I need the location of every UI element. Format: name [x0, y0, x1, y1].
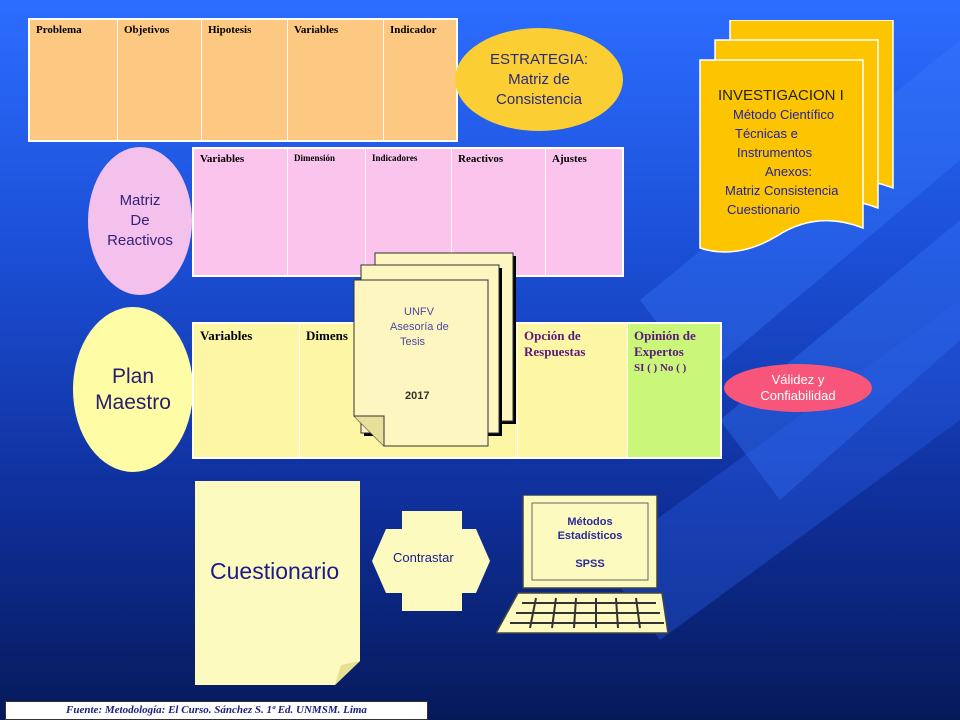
- laptop-line-1: Métodos: [567, 516, 613, 528]
- contrastar-double-arrow: [372, 511, 490, 611]
- header-problema: Problema: [30, 20, 118, 140]
- cuestionario-document: [195, 481, 360, 685]
- header-dimension: Dimens: [300, 324, 518, 457]
- investigacion-documents-stack: [699, 20, 894, 253]
- header-dimension: Dimensión: [288, 149, 366, 275]
- matriz-line-1: Matriz: [119, 192, 161, 209]
- matriz-line-3: Reactivos: [107, 232, 173, 249]
- estrategia-line-1: ESTRATEGIA:: [489, 50, 589, 68]
- header-reactivos: Reactivos: [452, 149, 546, 275]
- consistency-matrix-table: Problema Objetivos Hipotesis Variables I…: [28, 18, 458, 142]
- investigacion-title: INVESTIGACION I: [718, 87, 844, 104]
- unfv-text: UNFV Asesoría de Tesis: [378, 305, 488, 350]
- validez-ellipse: Válidez y Confiabilidad: [724, 364, 872, 412]
- opcion-line-2: Respuestas: [524, 344, 586, 359]
- investigacion-item: Cuestionario: [727, 202, 800, 217]
- matriz-reactivos-ellipse: Matriz De Reactivos: [88, 147, 192, 295]
- header-opcion-respuestas: Opción de Respuestas: [518, 324, 628, 457]
- cuestionario-label: Cuestionario: [210, 558, 340, 584]
- unfv-documents-stack: [353, 252, 516, 447]
- opinion-line-1: Opinión de: [634, 328, 696, 343]
- investigacion-item: Método Científico: [733, 107, 835, 122]
- estrategia-line-2: Matriz de: [508, 70, 570, 88]
- laptop-line-2: Estadísticos: [557, 530, 623, 542]
- investigacion-item: Anexos:: [765, 164, 812, 179]
- laptop-icon: [496, 495, 669, 634]
- matriz-line-2: De: [130, 212, 150, 229]
- validez-line-1: Válidez y: [771, 372, 825, 387]
- investigacion-item: Matriz Consistencia: [725, 183, 839, 198]
- investigacion-item: Técnicas e: [735, 126, 798, 141]
- unfv-year: 2017: [405, 390, 430, 402]
- validez-line-2: Confiabilidad: [760, 388, 836, 403]
- plan-line-1: Plan: [111, 364, 154, 388]
- estrategia-line-3: Consistencia: [496, 90, 582, 108]
- header-variables: Variables: [194, 324, 300, 457]
- estrategia-ellipse: ESTRATEGIA: Matriz de Consistencia: [455, 28, 623, 131]
- header-ajustes: Ajustes: [552, 153, 587, 165]
- source-footer: Fuente: Metodología: El Curso. Sánchez S…: [5, 701, 428, 720]
- header-variables: Variables: [288, 20, 384, 140]
- header-objetivos: Objetivos: [118, 20, 202, 140]
- plan-maestro-ellipse: Plan Maestro: [73, 307, 193, 472]
- plan-line-2: Maestro: [95, 390, 171, 414]
- unfv-line-3: Tesis: [400, 336, 426, 348]
- investigacion-text: INVESTIGACION I Método Científico Técnic…: [710, 86, 890, 219]
- contrastar-label: Contrastar: [393, 550, 454, 565]
- header-opinion-expertos: Opinión de Expertos SI ( ) No ( ): [628, 324, 720, 457]
- laptop-screen-text: Métodos Estadísticos SPSS: [530, 515, 650, 571]
- laptop-spss: SPSS: [575, 558, 605, 570]
- header-hipotesis: Hipotesis: [202, 20, 288, 140]
- investigacion-item: Instrumentos: [737, 145, 813, 160]
- opinion-options: SI ( ) No ( ): [634, 362, 687, 374]
- opinion-line-2: Expertos: [634, 344, 684, 359]
- header-variables: Variables: [194, 149, 288, 275]
- unfv-line-1: UNFV: [404, 306, 434, 318]
- opcion-line-1: Opción de: [524, 328, 581, 343]
- header-indicador: Indicador: [390, 24, 437, 36]
- header-indicadores: Indicadores: [366, 149, 452, 275]
- unfv-line-2: Asesoría de: [390, 321, 449, 333]
